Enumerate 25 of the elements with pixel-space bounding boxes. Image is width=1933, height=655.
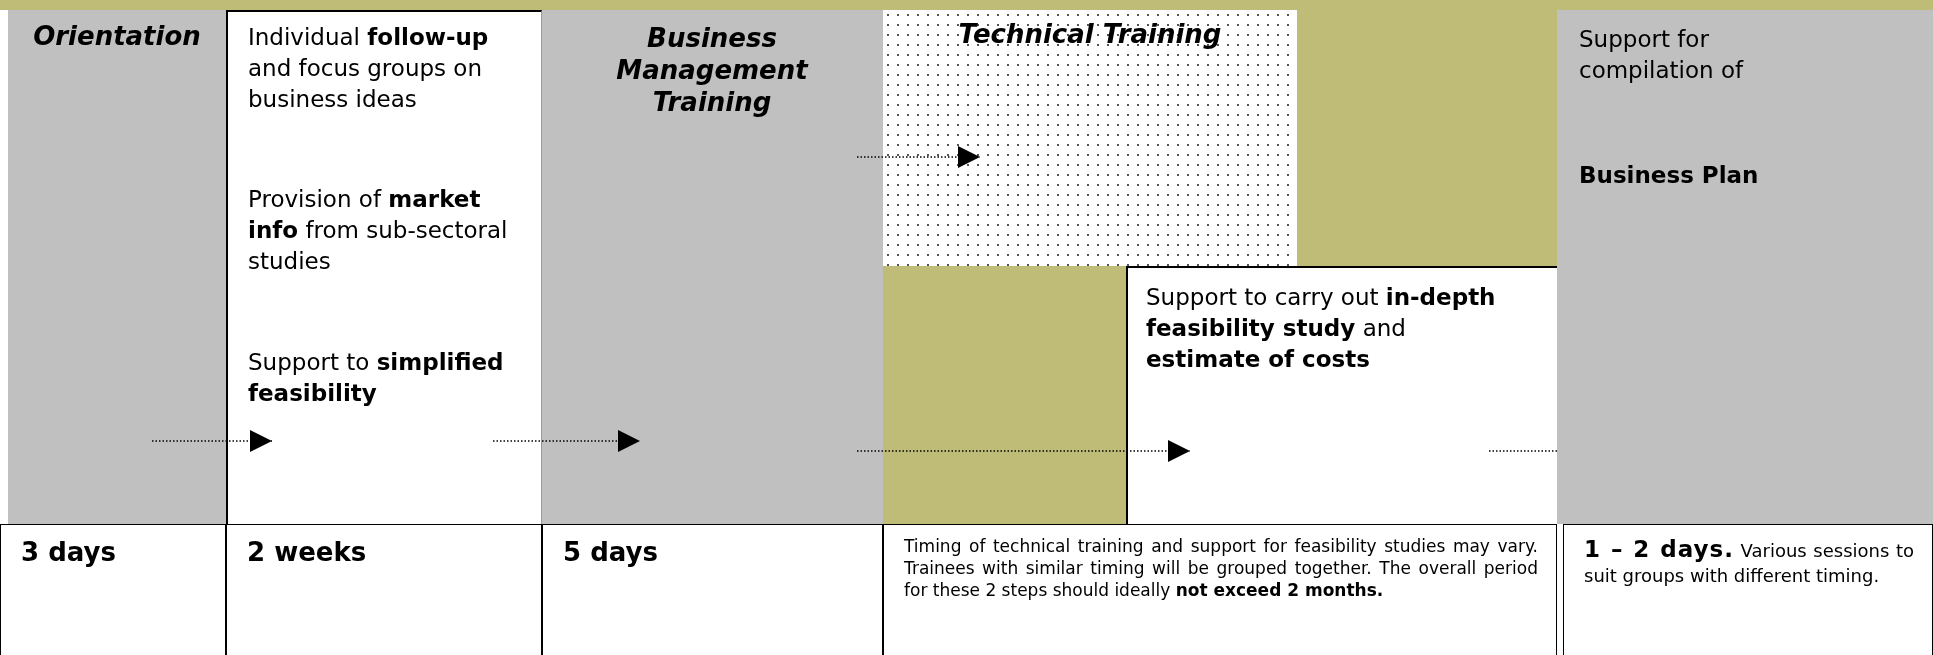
table-text: 5 days	[563, 537, 659, 567]
heading: Business Plan	[1579, 161, 1760, 190]
activity-panel	[1126, 266, 1557, 524]
table-text: 1 – 2 days. Various sessions to suit groups with different timing.	[1584, 537, 1914, 588]
description: Support for compilation of	[1579, 25, 1745, 85]
stage-title: Orientation	[32, 20, 202, 52]
description: Support to carry out in-depth feasibility study and estimate of costs	[1146, 283, 1497, 374]
table-text: 2 weeks	[247, 537, 368, 567]
arrow	[856, 440, 1191, 462]
description: Individual follow-up and focus groups on business ideas	[248, 23, 490, 114]
arrow	[151, 430, 273, 452]
table-text: Timing of technical training and support for feasibility studies may vary. Trainees with similar timing will be grouped together. The overall period for these 2 steps should ideally not exceed 2 months.	[904, 535, 1538, 601]
description: Support to simplified feasibility	[248, 348, 505, 408]
table-text: 3 days	[21, 537, 117, 567]
stage-panel	[883, 10, 1297, 266]
arrow	[492, 430, 641, 452]
arrow	[856, 146, 981, 168]
dotted-line	[1488, 450, 1558, 452]
description: Provision of market info from sub-sectoral studies	[248, 185, 509, 276]
stage-column	[1557, 10, 1933, 524]
stage-column	[542, 10, 883, 524]
stage-title: Business Management Training	[615, 22, 810, 118]
stage-column	[8, 10, 226, 524]
activity-panel	[226, 10, 542, 524]
stage-title: Technical Training	[957, 18, 1223, 50]
